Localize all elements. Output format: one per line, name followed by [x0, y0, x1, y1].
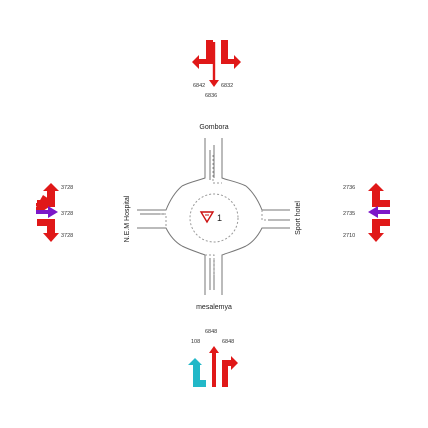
west-count-mid: 3728 — [61, 211, 73, 217]
east-arrow-bottom — [368, 219, 390, 242]
junction-marker: 1 — [199, 211, 222, 224]
south-arrow-right — [222, 356, 238, 387]
road-east-top-edge — [245, 185, 290, 211]
north-count-right: 6832 — [221, 83, 233, 89]
road-label-east: Sport hotel — [295, 201, 302, 235]
north-arrow-straight-stem — [212, 42, 216, 80]
road-west-bottom-edge — [137, 227, 183, 247]
road-south-right-edge — [221, 245, 247, 295]
road-label-west: N.E.M Hospital — [124, 195, 131, 242]
east-count-mid: 2735 — [343, 211, 355, 217]
road-north-right-edge — [221, 138, 247, 187]
south-arrow-left — [188, 358, 206, 387]
west-arrow-mid — [36, 206, 58, 218]
south-arrow-straight — [209, 346, 219, 387]
west-count-bottom: 3728 — [61, 233, 73, 239]
south-count-left: 108 — [191, 339, 200, 345]
central-island — [189, 193, 239, 243]
junction-number: 1 — [217, 213, 222, 223]
north-arrow-right — [221, 40, 241, 69]
road-south-left-edge — [181, 245, 206, 295]
west-arrow-bottom — [37, 219, 59, 242]
road-label-south: mesalemya — [196, 304, 232, 311]
yield-sign-icon — [199, 211, 215, 224]
east-arrow-top — [368, 183, 390, 207]
road-south-island — [205, 254, 215, 275]
west-arrows: 3728 3728 3728 — [36, 183, 73, 242]
road-north-island — [212, 155, 222, 184]
road-west-top-edge — [137, 185, 183, 211]
north-arrow-left — [192, 40, 213, 69]
road-label-north: Gombora — [199, 124, 228, 131]
east-count-top: 2736 — [343, 185, 355, 191]
road-north-left-edge — [181, 138, 206, 187]
road-east-island — [261, 210, 268, 221]
north-count-center: 6836 — [205, 93, 217, 99]
south-count-right: 6848 — [222, 339, 234, 345]
west-count-top: 3728 — [61, 185, 73, 191]
north-arrows: 6842 6832 6836 — [192, 40, 241, 99]
east-arrows: 2736 2735 2710 — [343, 183, 390, 242]
south-arrows: 6848 108 6848 — [188, 329, 238, 387]
road-west-island — [160, 213, 167, 228]
west-arrow-top-shape — [37, 183, 59, 207]
north-arrow-straight — [209, 80, 219, 87]
east-arrow-mid — [368, 206, 390, 218]
road-lines — [137, 138, 290, 295]
road-east-bottom-edge — [245, 227, 290, 247]
east-count-bottom: 2710 — [343, 233, 355, 239]
north-count-left: 6842 — [193, 83, 205, 89]
south-count-top: 6848 — [205, 329, 217, 335]
